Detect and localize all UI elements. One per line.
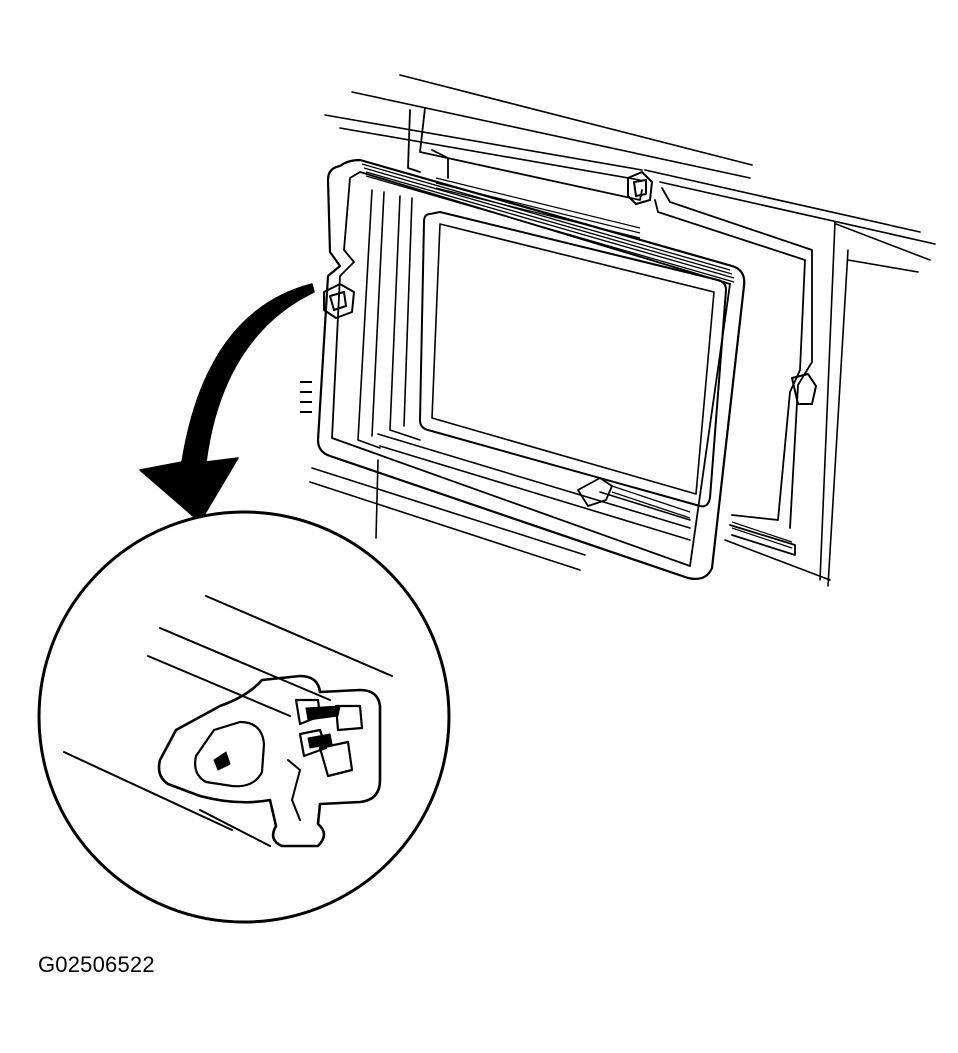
detail-magnifier-circle [37, 510, 451, 924]
weatherstrip-cross-section [63, 595, 393, 848]
weatherstrip-hatching [361, 163, 735, 519]
retainer-clip-top [627, 171, 653, 205]
retainer-clip-right [791, 373, 817, 405]
detail-arrow-icon [139, 283, 315, 523]
figure-id-label: G02506522 [38, 952, 155, 977]
window-assembly [316, 158, 746, 580]
body-panel-lines [309, 74, 936, 587]
left-edge-ticks [300, 381, 312, 413]
